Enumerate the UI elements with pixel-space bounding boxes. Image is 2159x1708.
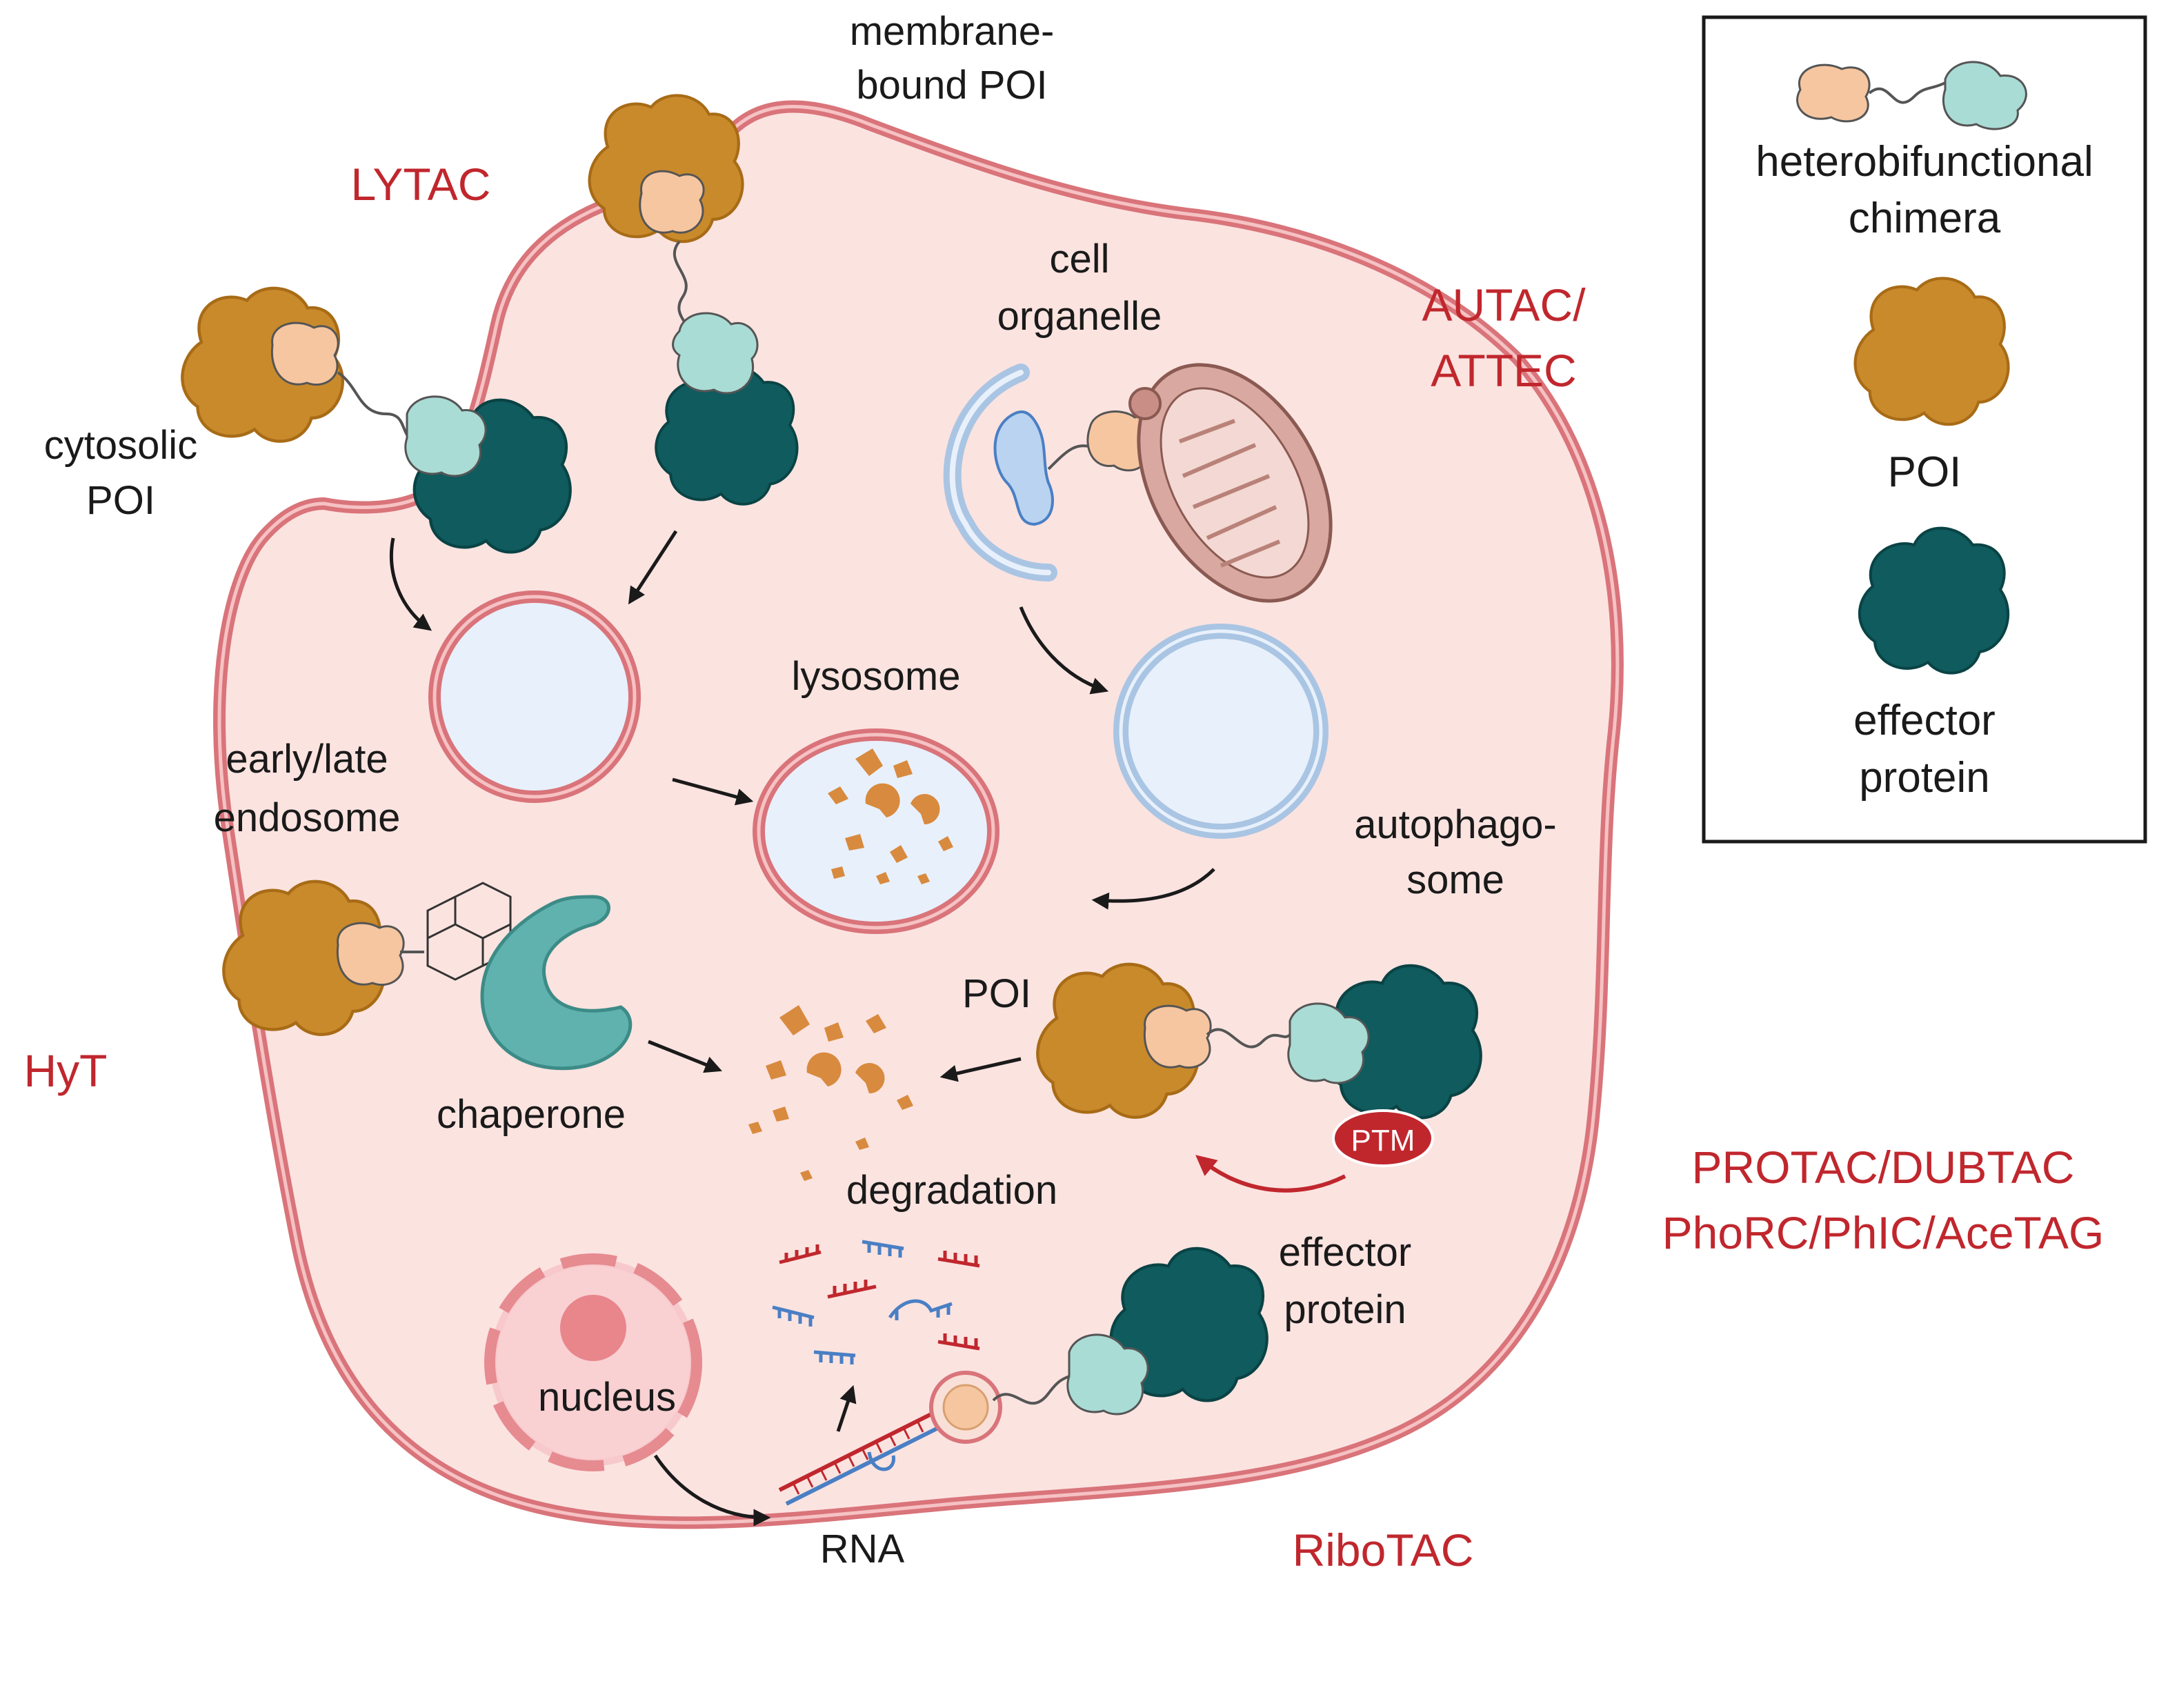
label-autophago-2: some — [1406, 857, 1504, 902]
label-nucleus: nucleus — [538, 1375, 676, 1420]
label-cytosolic-1: cytosolic — [44, 423, 197, 468]
arrow-nucleus-to-rna — [653, 1454, 771, 1527]
legend-effector-label-1: effector — [1853, 697, 1996, 744]
ribotac-complex — [778, 1249, 1267, 1506]
label-ribotac: RiboTAC — [1293, 1525, 1474, 1576]
arrow-organelle-to-autophagosome — [1019, 606, 1109, 695]
arrow-hyt-to-degradation — [648, 1040, 722, 1073]
membrane-poi-complex — [590, 95, 799, 506]
arrow-cytosolic-to-endosome — [389, 537, 432, 631]
arrow-endosome-to-lysosome — [672, 777, 754, 806]
label-chaperone: chaperone — [437, 1092, 626, 1137]
label-lysosome: lysosome — [792, 654, 961, 699]
arrow-protac-to-degradation — [939, 1057, 1022, 1082]
label-membrane-poi-1: membrane- — [850, 9, 1055, 54]
label-membrane-poi-2: bound POI — [856, 63, 1047, 108]
label-endosome-1: early/late — [226, 737, 388, 782]
label-autac-1: AUTAC/ — [1422, 279, 1586, 330]
arrow-ptm-red — [1195, 1155, 1346, 1193]
hyt-complex — [223, 882, 633, 1071]
label-degradation: degradation — [846, 1168, 1057, 1213]
label-protac-1: PROTAC/DUBTAC — [1692, 1142, 2075, 1193]
legend-effector-label-2: protein — [1859, 754, 1990, 802]
label-effector-2: protein — [1284, 1287, 1406, 1332]
legend-poi-icon — [1855, 278, 2009, 424]
legend: heterobifunctional chimera POI effector … — [1702, 15, 2147, 844]
label-hyt: HyT — [24, 1045, 108, 1096]
arrow-membrane-to-endosome — [628, 530, 678, 605]
rna-fragments — [772, 1240, 980, 1364]
legend-chimera-label-1: heterobifunctional — [1755, 138, 2093, 186]
legend-effector-icon — [1858, 526, 2010, 675]
legend-poi-label: POI — [1888, 448, 1962, 496]
degradation-fragments — [748, 1005, 913, 1181]
label-autac-2: ATTEC — [1431, 345, 1576, 396]
nucleus — [484, 1253, 702, 1471]
arrow-rna-up — [836, 1384, 857, 1432]
ptm-label: PTM — [1351, 1124, 1415, 1158]
label-lytac: LYTAC — [351, 159, 491, 210]
lysosome-fragments — [828, 748, 953, 884]
label-cell-organelle-1: cell — [1049, 237, 1109, 281]
protac-complex: PTM — [1037, 964, 1480, 1167]
arrow-autophagosome-to-lysosome — [1091, 868, 1215, 910]
label-endosome-2: endosome — [214, 795, 401, 840]
legend-chimera-label-2: chimera — [1849, 195, 2001, 242]
ptm-badge — [1332, 1109, 1434, 1167]
legend-chimera-icon — [1796, 61, 2027, 130]
label-poi-mid: POI — [962, 971, 1031, 1016]
label-protac-2: PhoRC/PhIC/AceTAG — [1662, 1207, 2105, 1258]
cytosolic-poi-complex — [182, 288, 570, 553]
autac-complex — [943, 363, 1333, 603]
label-cell-organelle-2: organelle — [997, 294, 1162, 339]
label-autophago-1: autophago- — [1354, 802, 1556, 847]
label-rna: RNA — [820, 1527, 905, 1571]
label-effector-1: effector — [1279, 1230, 1411, 1275]
label-cytosolic-2: POI — [86, 478, 155, 523]
